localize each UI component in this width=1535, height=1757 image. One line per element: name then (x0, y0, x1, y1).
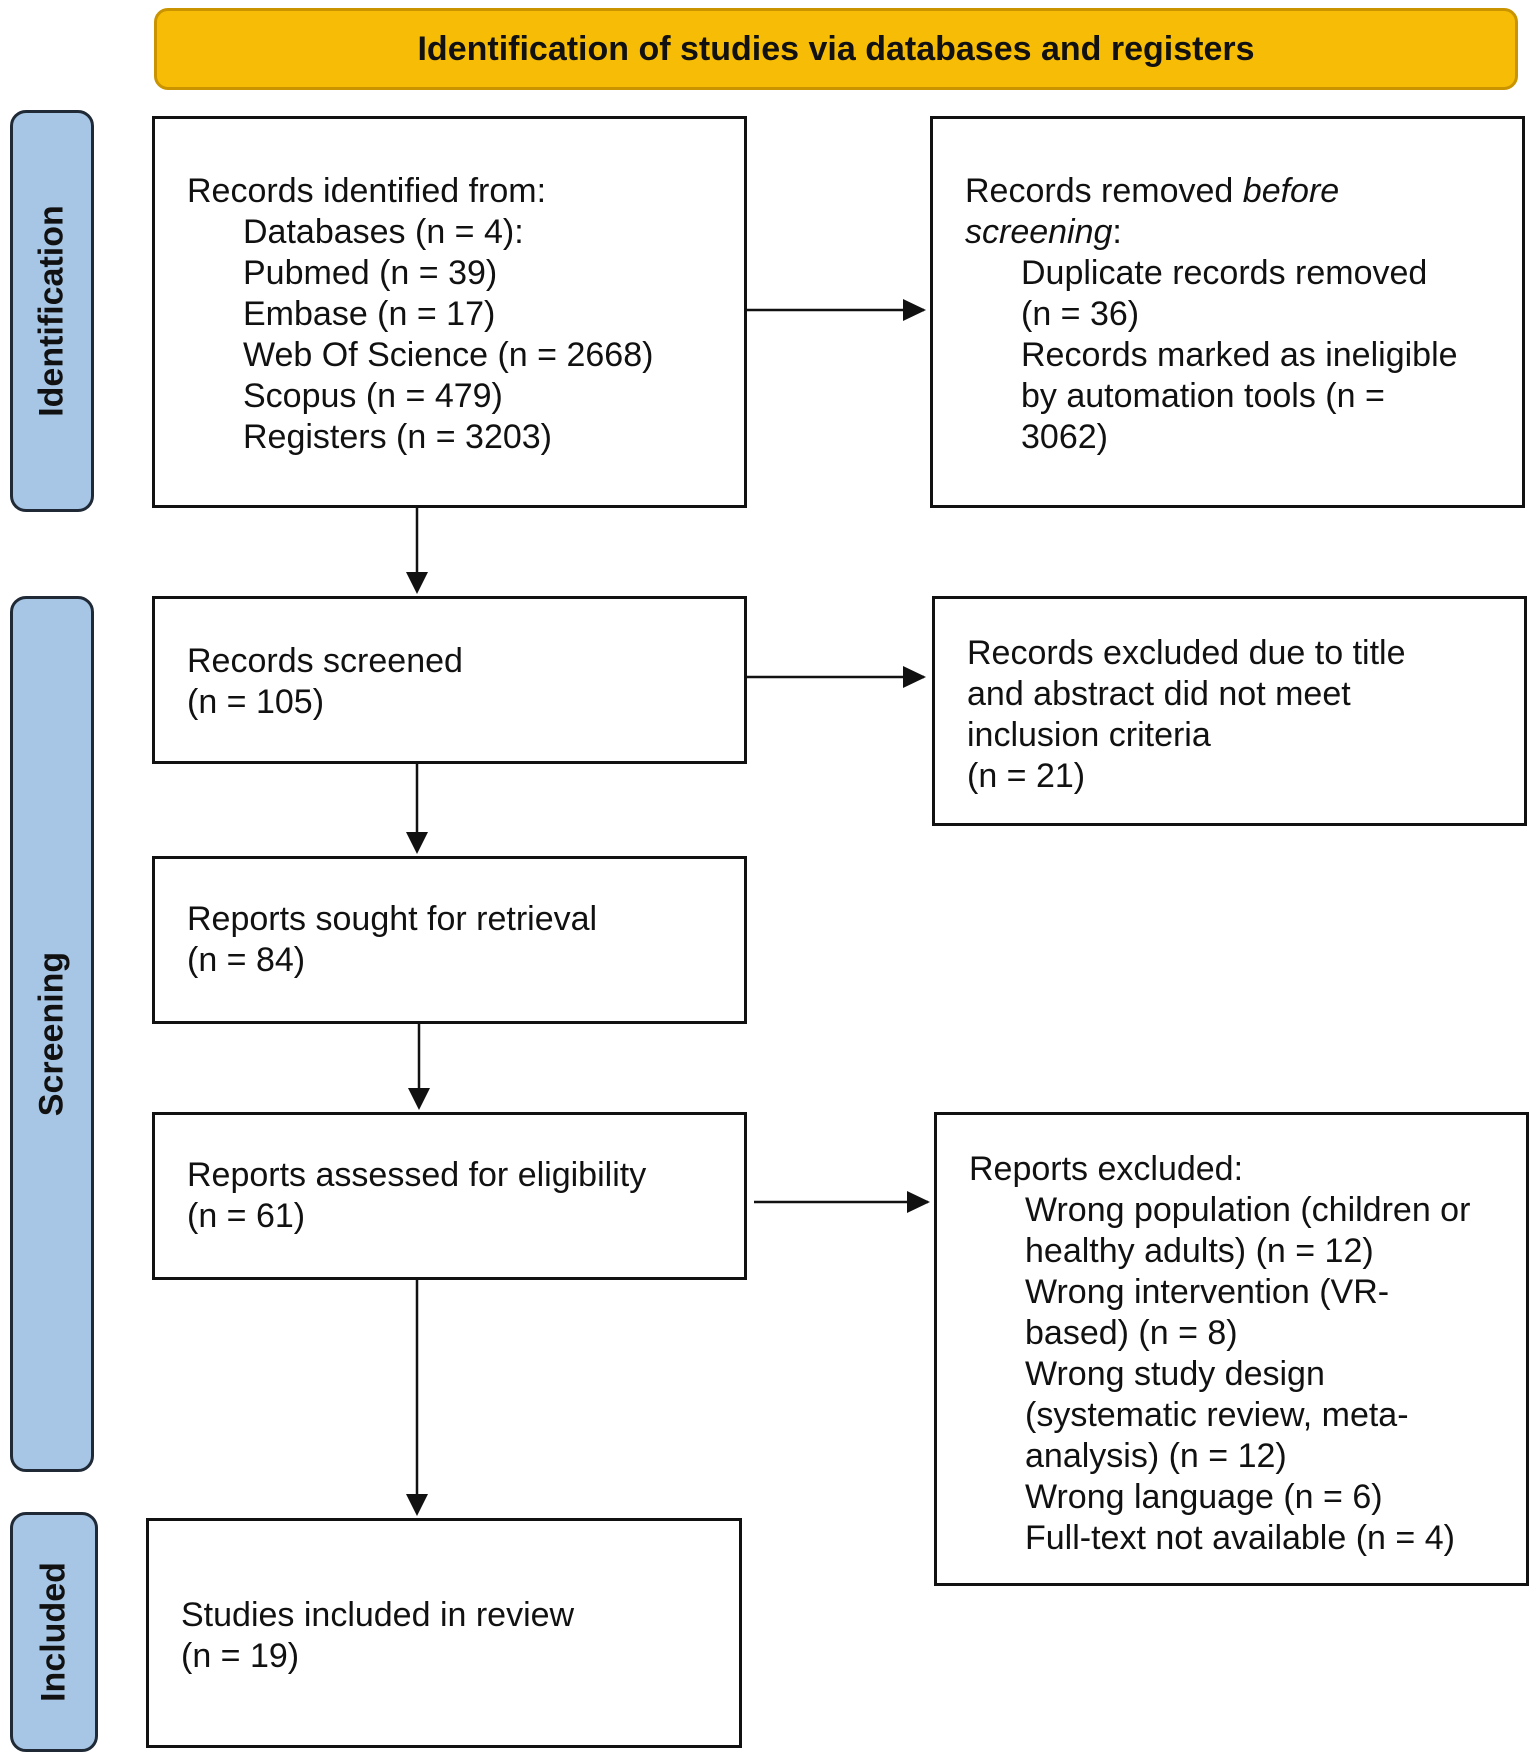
arrowhead (406, 572, 428, 594)
phase-tab-included: Included (10, 1512, 98, 1752)
arrowhead (406, 1494, 428, 1516)
studies-included-box: Studies included in review (n = 19) (146, 1518, 742, 1748)
diagram-title: Identification of studies via databases … (417, 29, 1255, 68)
exclusion-reason: based) (n = 8) (1025, 1314, 1238, 1352)
records-removed-title-suffix: : (1112, 213, 1122, 251)
reports-sought-label: Reports sought for retrieval (187, 900, 598, 938)
arrowhead (406, 832, 428, 854)
reports-excluded-title: Reports excluded: (969, 1150, 1244, 1188)
removed-item: (n = 36) (1021, 295, 1140, 333)
phase-tab-screening: Screening (10, 596, 94, 1472)
records-screened-count: (n = 105) (187, 683, 325, 721)
source-item: Registers (n = 3203) (243, 418, 552, 456)
records-excluded-line: Records excluded due to title (967, 634, 1406, 672)
exclusion-reason: analysis) (n = 12) (1025, 1437, 1287, 1475)
source-item: Pubmed (n = 39) (243, 254, 498, 292)
exclusion-reason: Full-text not available (n = 4) (1025, 1519, 1455, 1557)
phase-label-screening: Screening (32, 951, 71, 1117)
removed-item: Duplicate records removed (1021, 254, 1428, 292)
reports-sought-box: Reports sought for retrieval (n = 84) (152, 856, 747, 1024)
source-item: Embase (n = 17) (243, 295, 496, 333)
records-removed-title-line1: Records removed before (965, 171, 1522, 212)
source-item: Databases (n = 4): (243, 213, 524, 251)
reports-sought-count: (n = 84) (187, 941, 306, 979)
exclusion-reason: (systematic review, meta- (1025, 1396, 1409, 1434)
records-excluded-box: Records excluded due to title and abstra… (932, 596, 1527, 826)
reports-assessed-count: (n = 61) (187, 1197, 306, 1235)
records-removed-title-emph: screening (965, 213, 1113, 251)
arrowhead (907, 1191, 930, 1213)
removed-item: Records marked as ineligible (1021, 336, 1458, 374)
source-item: Web Of Science (n = 2668) (243, 336, 654, 374)
studies-included-count: (n = 19) (181, 1637, 300, 1675)
reports-assessed-box: Reports assessed for eligibility (n = 61… (152, 1112, 747, 1280)
exclusion-reason: Wrong language (n = 6) (1025, 1478, 1383, 1516)
records-removed-title-prefix: Records removed (965, 172, 1243, 210)
records-removed-box: Records removed before screening: Duplic… (930, 116, 1525, 508)
records-excluded-line: and abstract did not meet (967, 675, 1351, 713)
reports-assessed-label: Reports assessed for eligibility (187, 1156, 647, 1194)
arrowhead (903, 299, 926, 321)
exclusion-reason: Wrong population (children or (1025, 1191, 1471, 1229)
source-item: Scopus (n = 479) (243, 377, 503, 415)
arrowhead (903, 666, 926, 688)
records-identified-title: Records identified from: (187, 172, 547, 210)
exclusion-reason: Wrong study design (1025, 1355, 1325, 1393)
records-removed-title-line2: screening: (965, 212, 1522, 253)
removed-item: by automation tools (n = (1021, 377, 1385, 415)
exclusion-reason: Wrong intervention (VR- (1025, 1273, 1390, 1311)
removed-item: 3062) (1021, 418, 1108, 456)
records-identified-box: Records identified from: Databases (n = … (152, 116, 747, 508)
records-excluded-line: inclusion criteria (967, 716, 1211, 754)
arrowhead (408, 1088, 430, 1110)
studies-included-label: Studies included in review (181, 1596, 575, 1634)
phase-tab-identification: Identification (10, 110, 94, 512)
reports-excluded-box: Reports excluded: Wrong population (chil… (934, 1112, 1529, 1586)
phase-label-identification: Identification (32, 205, 71, 417)
records-excluded-line: (n = 21) (967, 757, 1086, 795)
exclusion-reason: healthy adults) (n = 12) (1025, 1232, 1374, 1270)
header-bar: Identification of studies via databases … (154, 8, 1518, 90)
records-screened-box: Records screened (n = 105) (152, 596, 747, 764)
records-screened-label: Records screened (187, 642, 463, 680)
phase-label-included: Included (34, 1562, 73, 1702)
records-removed-title-emph: before (1242, 172, 1340, 210)
